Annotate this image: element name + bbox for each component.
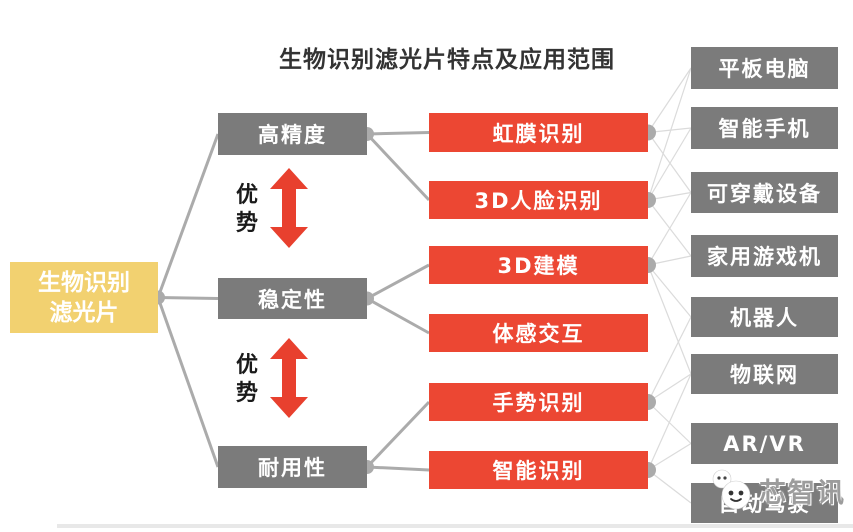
app-label: 虹膜识别 xyxy=(492,121,585,146)
watermark: 芯智讯 xyxy=(705,467,846,513)
bottom-divider xyxy=(57,524,853,528)
app-label: 智能识别 xyxy=(492,459,585,483)
app-box-somatosensory-interaction: 体感交互 xyxy=(429,314,648,352)
device-box-autonomous-driving: 自动驾驶 xyxy=(691,483,838,523)
arrow-shaft xyxy=(282,359,296,397)
app-box-iris-recognition: 虹膜识别 xyxy=(429,113,648,152)
device-label: 可穿戴设备 xyxy=(707,181,822,206)
device-box-home-game-console: 家用游戏机 xyxy=(691,235,838,277)
advantage-arrow-icon-bottom xyxy=(270,338,308,418)
device-label: 智能手机 xyxy=(718,117,811,141)
advantage-label-bottom: 优势 xyxy=(235,353,258,406)
feature-box-stability: 稳定性 xyxy=(218,278,367,319)
feature-box-durability: 耐用性 xyxy=(218,446,367,488)
device-box-arvr: AR/VR xyxy=(691,423,838,464)
watermark-text: 芯智讯 xyxy=(759,477,846,509)
app-box-smart-recognition: 智能识别 xyxy=(429,451,648,489)
app-label: 手势识别 xyxy=(492,391,585,415)
device-label: 家用游戏机 xyxy=(707,245,822,269)
device-label: 物联网 xyxy=(730,363,799,387)
device-label: 机器人 xyxy=(730,306,799,330)
diagram-title: 生物识别滤光片特点及应用范围 xyxy=(279,47,615,73)
device-box-smartphone: 智能手机 xyxy=(691,107,838,149)
app-label: 3D人脸识别 xyxy=(474,189,603,213)
arrow-head-down xyxy=(270,227,308,248)
app-box-gesture-recognition: 手势识别 xyxy=(429,383,648,421)
arrow-head-up xyxy=(270,168,308,189)
device-label: 平板电脑 xyxy=(718,57,811,81)
advantage-label-top: 优势 xyxy=(235,183,258,236)
device-label: AR/VR xyxy=(723,431,806,456)
feature-label: 稳定性 xyxy=(258,287,327,312)
watermark-chat-bubbles-icon xyxy=(712,469,751,510)
device-box-tablet: 平板电脑 xyxy=(691,47,838,89)
root-label-line2: 滤光片 xyxy=(49,299,119,326)
feature-label: 高精度 xyxy=(258,123,327,147)
device-box-robot: 机器人 xyxy=(691,297,838,337)
app-box-3d-modeling: 3D建模 xyxy=(429,246,648,284)
device-box-wearable: 可穿戴设备 xyxy=(691,172,838,213)
arrow-head-down xyxy=(270,397,308,418)
feature-label: 耐用性 xyxy=(258,456,327,480)
root-label-line1: 生物识别 xyxy=(38,269,130,296)
arrow-shaft xyxy=(282,189,296,227)
root-node-biometric-filter: 生物识别 滤光片 xyxy=(10,262,158,333)
app-box-3d-face-recognition: 3D人脸识别 xyxy=(429,181,648,219)
arrow-head-up xyxy=(270,338,308,359)
advantage-arrow-icon-top xyxy=(270,168,308,248)
app-label: 3D建模 xyxy=(497,254,580,278)
feature-box-accuracy: 高精度 xyxy=(218,113,367,155)
device-box-iot: 物联网 xyxy=(691,354,838,394)
app-label: 体感交互 xyxy=(492,322,585,346)
